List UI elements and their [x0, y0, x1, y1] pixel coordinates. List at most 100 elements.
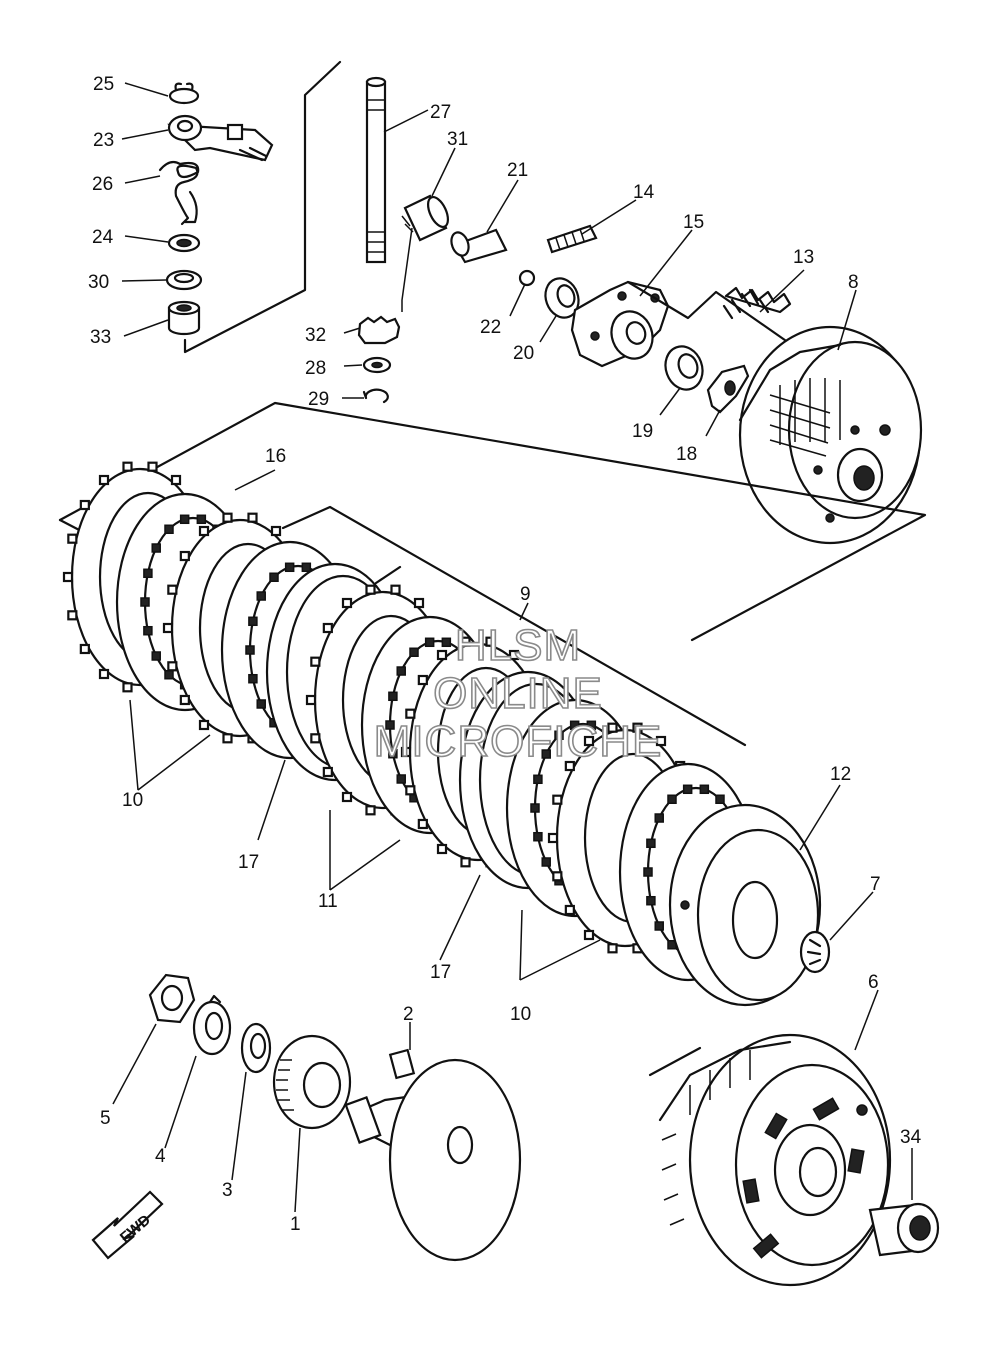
plate-tooth	[222, 733, 233, 744]
bracket-plates-group	[58, 401, 927, 747]
label-part-10-top: 10	[122, 790, 143, 811]
part-12-pressure-plate	[668, 803, 822, 1007]
part-26-spring	[158, 160, 200, 226]
plate-tooth	[413, 597, 425, 609]
crankshaft-web	[344, 1058, 522, 1262]
part-18-lock-washer	[706, 364, 750, 414]
part-32-pinion-gear	[357, 315, 401, 345]
plate-tooth	[390, 584, 401, 595]
label-part-28: 28	[305, 358, 326, 379]
plate-tooth	[122, 461, 133, 472]
part-24-washer	[167, 233, 201, 253]
part-1-primary-drive-gear	[272, 1034, 352, 1130]
plate-tooth	[164, 669, 174, 680]
part-31-pinion-shaft	[401, 194, 450, 242]
plate-tooth	[699, 784, 710, 795]
part-34-spacer	[868, 1202, 940, 1257]
plate-tooth	[143, 568, 153, 579]
part-6-clutch-housing	[658, 1033, 892, 1287]
plate-tooth	[151, 543, 161, 553]
plate-tooth	[441, 637, 452, 648]
leader-lines	[112, 82, 913, 1213]
plate-tooth	[248, 673, 258, 684]
plate-tooth	[170, 474, 182, 486]
label-part-13: 13	[793, 247, 814, 268]
plate-tooth	[301, 562, 312, 573]
plate-tooth	[322, 766, 333, 778]
label-part-1: 1	[290, 1214, 301, 1235]
part-labels: 25 23 26 24 30 33 27 31 21 14 15 13 8 22…	[88, 74, 922, 1235]
plate-tooth	[485, 636, 496, 647]
label-part-17-top: 17	[238, 852, 259, 873]
plate-tooth	[269, 572, 279, 583]
plate-tooth	[405, 785, 416, 796]
plate-tooth	[547, 832, 559, 844]
label-part-30: 30	[88, 272, 109, 293]
plate-tooth	[417, 674, 428, 686]
part-2-key	[388, 1048, 416, 1080]
plate-tooth	[564, 904, 575, 916]
label-part-9: 9	[520, 584, 531, 605]
plate-tooth	[533, 831, 543, 842]
plate-tooth	[460, 857, 471, 868]
plate-tooth	[436, 843, 448, 855]
bracket-lever-group	[183, 60, 342, 354]
part-21-push-rod	[450, 228, 508, 264]
plate-tooth	[533, 774, 543, 785]
plate-tooth	[654, 921, 664, 931]
plate-tooth	[552, 871, 563, 882]
plate-tooth	[248, 616, 258, 627]
part-19-oil-seal	[664, 345, 704, 391]
plate-tooth	[341, 791, 353, 803]
plate-tooth	[143, 625, 153, 636]
part-30-oil-seal	[165, 269, 203, 291]
part-8-clutch-boss	[738, 325, 923, 545]
plate-tooth	[409, 647, 419, 658]
plate-tooth	[424, 637, 435, 648]
part-25-circlip	[168, 82, 200, 105]
label-part-5: 5	[100, 1108, 111, 1129]
plate-tooth	[396, 774, 406, 784]
watermark-line-2: ONLINE	[433, 669, 603, 718]
label-part-20: 20	[513, 343, 534, 364]
plate-tooth	[607, 722, 618, 733]
label-part-14: 14	[633, 182, 655, 203]
plate-tooth	[405, 708, 416, 719]
plate-tooth	[198, 719, 210, 731]
plate-tooth	[654, 813, 664, 823]
part-28-washer	[362, 356, 392, 374]
part-5-nut	[148, 973, 196, 1024]
plate-tooth	[388, 691, 398, 702]
plate-tooth	[436, 649, 448, 661]
plate-tooth	[417, 818, 428, 830]
plate-tooth	[198, 525, 210, 537]
watermark-line-3: MICROFICHE	[374, 717, 663, 766]
plate-tooth	[167, 661, 178, 672]
plate-tooth	[164, 524, 174, 535]
part-23-lever	[167, 114, 274, 162]
plate-tooth	[222, 512, 233, 523]
label-part-7: 7	[870, 874, 881, 895]
watermark-line-1: HLSM	[455, 621, 581, 670]
label-part-29: 29	[308, 389, 329, 410]
label-part-32: 32	[305, 325, 326, 346]
label-part-27: 27	[430, 102, 451, 123]
label-part-16: 16	[265, 446, 286, 467]
bracket-housing-group	[648, 1046, 702, 1077]
plate-tooth	[79, 499, 90, 511]
plate-tooth	[365, 805, 376, 816]
label-part-24: 24	[92, 227, 114, 248]
label-part-4: 4	[155, 1146, 166, 1167]
part-15-pressure-plate	[570, 280, 670, 368]
plate-tooth	[365, 584, 376, 595]
plate-tooth	[607, 943, 618, 954]
plate-tooth	[284, 562, 295, 573]
part-29-circlip	[362, 388, 389, 404]
label-part-22: 22	[480, 317, 501, 338]
plate-tooth	[554, 730, 564, 741]
label-part-6: 6	[868, 972, 879, 993]
plate-tooth	[256, 699, 266, 709]
plate-tooth	[79, 643, 90, 655]
